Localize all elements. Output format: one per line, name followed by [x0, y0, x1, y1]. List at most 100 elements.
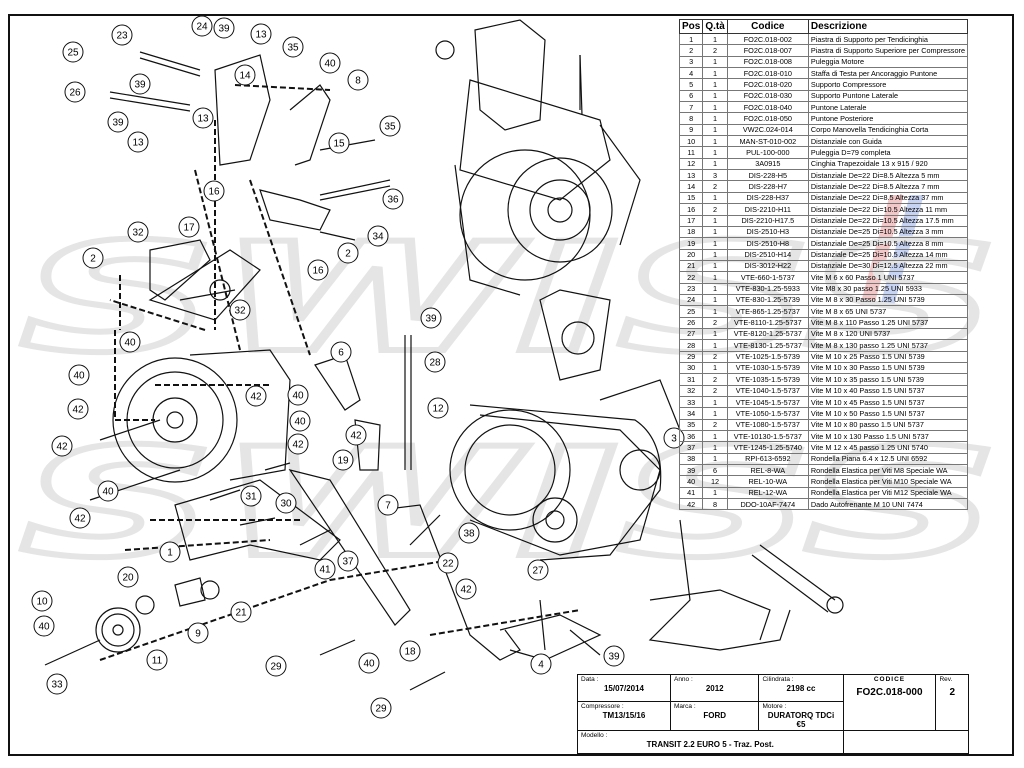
callout-circle — [111, 24, 133, 46]
callout-bubble: 36 — [382, 188, 404, 210]
callout-circle — [203, 180, 225, 202]
cell-qty: 1 — [702, 55, 728, 69]
cell-codice: VTE-8120-1.25-5737 — [726, 327, 809, 341]
callout-number: 39 — [425, 314, 437, 325]
cell-qty: 1 — [702, 67, 728, 80]
cell-pos: 6 — [678, 89, 704, 103]
callout-circle — [307, 259, 329, 281]
title-rev-cell: Rev.2 — [935, 674, 969, 731]
callout-circle — [250, 23, 272, 45]
cell-descrizione: Vite M 8 x 110 Passo 1.25 UNI 5737 — [807, 316, 969, 329]
callout-circle — [67, 398, 89, 420]
cell-codice: DIS-228-H37 — [726, 191, 809, 205]
cell-codice: VTE-830-1.25-5933 — [726, 282, 809, 295]
cell-descrizione: Staffa di Testa per Ancoraggio Puntone — [807, 67, 969, 80]
callout-circle — [347, 69, 369, 91]
cell-codice: VTE-1040-1.5-5737 — [726, 384, 809, 398]
callout-number: 8 — [355, 76, 361, 87]
callout-number: 34 — [372, 232, 384, 243]
cell-pos: 21 — [678, 259, 704, 273]
callout-number: 40 — [102, 487, 114, 498]
callout-number: 27 — [532, 566, 544, 577]
callout-bubble: 34 — [367, 225, 389, 247]
callout-bubble: 16 — [307, 259, 329, 281]
callout-bubble: 20 — [117, 566, 139, 588]
callout-bubble: 19 — [332, 449, 354, 471]
callout-number: 3 — [671, 434, 677, 445]
cell-qty: 12 — [702, 475, 728, 488]
data-label: Data : — [581, 676, 599, 683]
callout-circle — [287, 433, 309, 455]
cell-descrizione: Vite M 10 x 30 Passo 1.5 UNI 5739 — [807, 361, 969, 375]
cell-pos: 18 — [678, 225, 704, 239]
cell-descrizione: Distanziale De=22 Di=8.5 Altezza 5 mm — [807, 169, 969, 182]
callout-bubble: 42 — [51, 435, 73, 457]
callout-number: 29 — [270, 662, 282, 673]
cell-descrizione: Vite M 8 x 65 UNI 5737 — [807, 305, 969, 318]
cell-pos: 28 — [678, 339, 704, 352]
cell-pos: 39 — [678, 464, 704, 477]
cell-qty: 1 — [702, 441, 728, 454]
callout-bubble: 13 — [192, 107, 214, 129]
callout-circle — [82, 247, 104, 269]
marca-label: Marca : — [673, 703, 696, 710]
callout-number: 13 — [255, 30, 267, 41]
callout-circle — [287, 384, 309, 406]
callout-number: 39 — [112, 118, 124, 129]
rev-value: 2 — [949, 687, 956, 698]
callout-circle — [332, 449, 354, 471]
motore-value: DURATORQ TDCi €5 — [767, 711, 835, 729]
cell-codice: FO2C.018-010 — [726, 67, 809, 80]
cell-pos: 13 — [678, 169, 704, 182]
cell-qty: 1 — [702, 259, 728, 273]
cell-descrizione: Distanziale De=22 Di=10.5 Altezza 11 mm — [807, 203, 969, 216]
cell-descrizione: Distanziale De=30 Di=12.5 Altezza 22 mm — [807, 259, 969, 273]
callout-circle — [455, 578, 477, 600]
cell-descrizione: Cinghia Trapezoidale 13 x 915 / 920 — [807, 157, 969, 171]
callout-bubble: 39 — [107, 111, 129, 133]
cell-qty: 1 — [702, 486, 728, 500]
cell-descrizione: Supporto Puntone Laterale — [807, 89, 969, 103]
callout-number: 42 — [350, 431, 362, 442]
cell-codice: 3A0915 — [726, 157, 809, 171]
cell-pos: 24 — [678, 293, 704, 307]
callout-bubble: 38 — [458, 522, 480, 544]
callout-bubble: 9 — [187, 622, 209, 644]
callout-bubble: 40 — [319, 52, 341, 74]
callout-bubble: 26 — [64, 81, 86, 103]
cell-codice: DIS-228-H7 — [726, 180, 809, 193]
cell-codice: VW2C.024-014 — [726, 123, 809, 137]
callout-number: 18 — [404, 647, 416, 658]
callout-bubble: 40 — [287, 384, 309, 406]
modello-value: TRANSIT 2.2 EURO 5 - Traz. Post. — [646, 740, 774, 749]
callout-circle — [230, 601, 252, 623]
callout-bubble: 16 — [203, 180, 225, 202]
cilindrata-value: 2198 cc — [786, 684, 816, 693]
cell-pos: 1 — [678, 32, 704, 46]
callout-circle — [603, 645, 625, 667]
callout-circle — [117, 566, 139, 588]
callout-number: 40 — [73, 371, 85, 382]
cell-pos: 35 — [678, 418, 704, 432]
cell-qty: 1 — [702, 248, 728, 261]
callout-circle — [420, 307, 442, 329]
cell-qty: 1 — [702, 157, 728, 171]
callout-circle — [367, 225, 389, 247]
cell-descrizione: Rondella Elastica per Viti M8 Speciale W… — [807, 464, 969, 477]
cell-codice: RPI-613-6592 — [726, 452, 809, 466]
callout-circle — [399, 640, 421, 662]
callout-number: 35 — [384, 122, 396, 133]
cell-descrizione: Rondella Elastica per Viti M10 Speciale … — [807, 475, 969, 488]
callout-number: 13 — [132, 138, 144, 149]
title-compressore-cell: Compressore :TM13/15/16 — [577, 701, 671, 731]
cell-descrizione: Distanziale De=25 Di=10.5 Altezza 8 mm — [807, 237, 969, 250]
callout-circle — [191, 15, 213, 37]
